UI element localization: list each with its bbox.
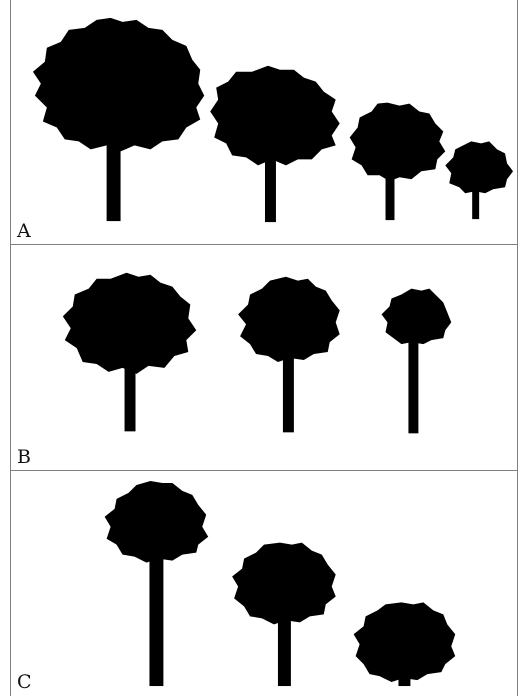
tree-icon xyxy=(232,542,336,687)
panel-label: C xyxy=(17,671,32,693)
tree-icon xyxy=(238,276,340,433)
tree-icon xyxy=(381,288,452,434)
panel-b-trees xyxy=(62,272,452,434)
panel-label: A xyxy=(17,220,31,242)
panel-a: A xyxy=(10,0,518,246)
panel-b: B xyxy=(10,244,518,472)
panel-a-trees xyxy=(32,17,514,223)
tree-icon xyxy=(104,480,209,687)
panel-c: C xyxy=(10,470,518,696)
panel-label: B xyxy=(17,446,31,468)
tree-icon xyxy=(210,65,340,223)
tree-icon xyxy=(62,272,197,432)
tree-icon xyxy=(445,141,514,220)
panel-c-trees xyxy=(104,480,456,687)
tree-icon xyxy=(353,602,456,687)
tree-icon xyxy=(32,17,205,222)
tree-icon xyxy=(349,102,446,221)
